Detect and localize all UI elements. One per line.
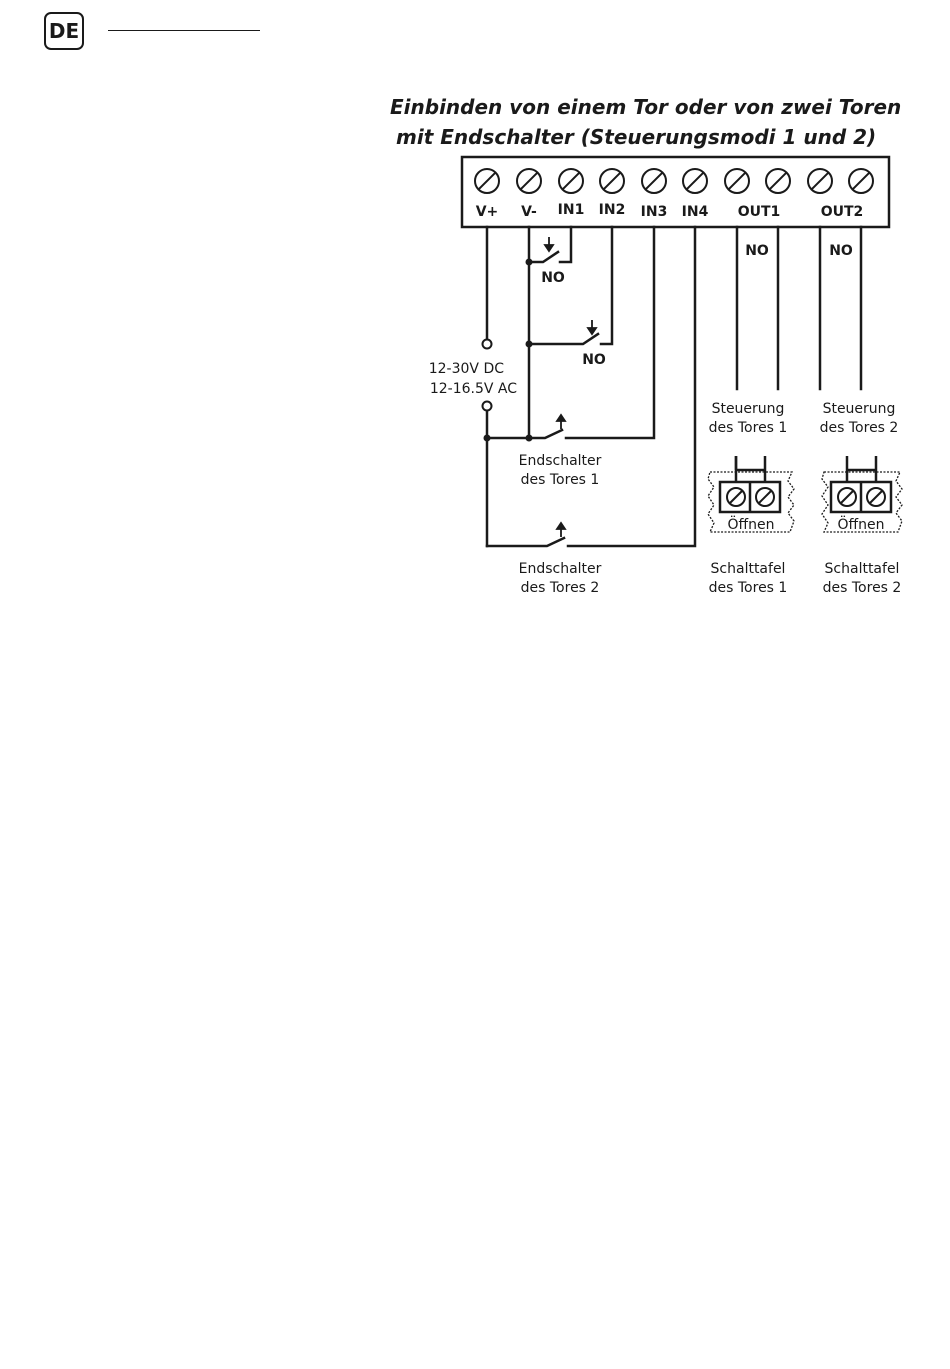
wire-in1 bbox=[558, 225, 573, 264]
no-label-out1: NO bbox=[745, 243, 769, 259]
panel-1-open-label: Öffnen bbox=[727, 515, 774, 533]
supply-terminals bbox=[481, 338, 493, 412]
supply-dc-label: 12-30V DC bbox=[429, 361, 504, 377]
gate-2-control-label-a: Steuerung bbox=[823, 401, 896, 417]
no-label-out2: NO bbox=[829, 243, 853, 259]
terminal-label-in1: IN1 bbox=[558, 202, 585, 218]
panel-1-label-b: des Tores 1 bbox=[709, 580, 788, 596]
limit-switch-2-label-b: des Tores 2 bbox=[521, 580, 600, 596]
gate-2-control-label-b: des Tores 2 bbox=[820, 420, 899, 436]
header-rule bbox=[108, 30, 260, 31]
title-line-2: mit Endschalter (Steuerungsmodi 1 und 2) bbox=[396, 125, 877, 149]
switch-arrows bbox=[543, 237, 598, 537]
junction-dots bbox=[483, 258, 533, 442]
diagram-title: Einbinden von einem Tor oder von zwei To… bbox=[390, 92, 930, 152]
switch-limit-2 bbox=[485, 536, 566, 548]
no-label-in2: NO bbox=[582, 352, 606, 368]
wire-in3 bbox=[564, 225, 656, 440]
limit-switch-1-label-b: des Tores 1 bbox=[521, 472, 600, 488]
terminal-label-in2: IN2 bbox=[599, 202, 626, 218]
gate-1-control-label-a: Steuerung bbox=[712, 401, 785, 417]
terminal-label-vplus: V+ bbox=[476, 204, 499, 220]
wire-in2 bbox=[599, 225, 614, 346]
limit-switch-2-label-a: Endschalter bbox=[519, 561, 602, 577]
terminal-label-in4: IN4 bbox=[682, 204, 709, 220]
switch-limit-1 bbox=[485, 428, 564, 440]
no-label-in1: NO bbox=[541, 270, 565, 286]
control-panel-1 bbox=[707, 456, 795, 533]
terminal-label-vminus: V- bbox=[521, 204, 537, 220]
switch-in2 bbox=[527, 332, 600, 346]
terminal-block bbox=[460, 155, 891, 229]
switch-in1 bbox=[527, 250, 560, 264]
language-badge: DE bbox=[44, 12, 84, 50]
gate-1-control-label-b: des Tores 1 bbox=[709, 420, 788, 436]
panel-2-open-label: Öffnen bbox=[837, 515, 884, 533]
terminal-label-in3: IN3 bbox=[641, 204, 668, 220]
supply-ac-label: 12-16.5V AC bbox=[430, 381, 517, 397]
panel-1-label-a: Schalttafel bbox=[711, 561, 786, 577]
control-panel-2 bbox=[821, 456, 903, 533]
panel-2-label-b: des Tores 2 bbox=[823, 580, 902, 596]
wire-in4 bbox=[566, 225, 697, 548]
limit-switch-1-label-a: Endschalter bbox=[519, 453, 602, 469]
title-line-1: Einbinden von einem Tor oder von zwei To… bbox=[390, 95, 902, 119]
terminal-label-out1: OUT1 bbox=[738, 204, 781, 220]
language-code: DE bbox=[48, 19, 80, 43]
terminal-label-out2: OUT2 bbox=[821, 204, 864, 220]
terminal-screws bbox=[474, 168, 874, 194]
panel-2-label-a: Schalttafel bbox=[825, 561, 900, 577]
